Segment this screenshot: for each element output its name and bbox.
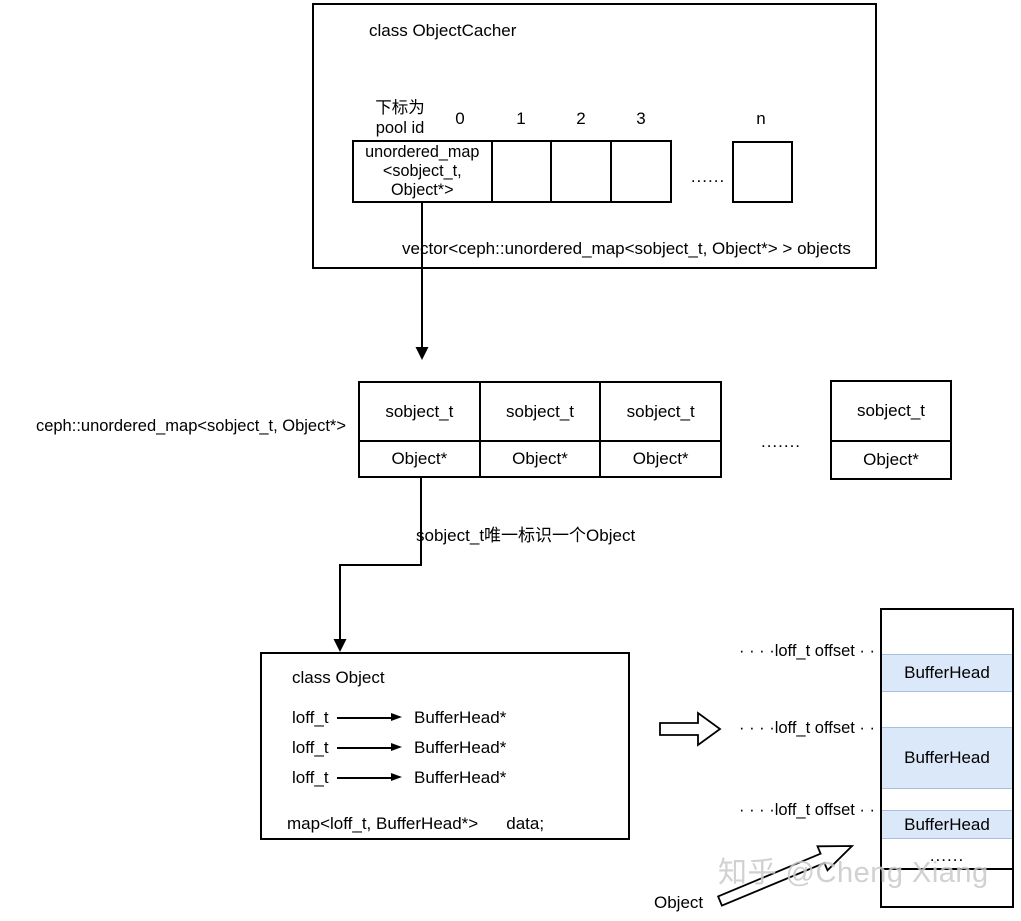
array-cell-2 — [550, 142, 610, 201]
unique-id-note: sobject_t唯一标识一个Object — [416, 526, 636, 545]
hash-value-cell: Object* — [480, 440, 600, 476]
hash-key-cell: sobject_t — [385, 401, 454, 421]
object-class-title: class Object — [292, 668, 385, 687]
hash-key-cell: sobject_t — [626, 401, 695, 421]
bufferhead-cell-2: BufferHead — [882, 727, 1012, 789]
vector-declaration: vector<ceph::unordered_map<sobject_t, Ob… — [402, 239, 851, 258]
data-member-name: data; — [506, 814, 545, 833]
hash-key-cell: sobject_t — [856, 401, 926, 420]
array-index-1: 1 — [516, 109, 526, 128]
array-cell-1 — [490, 142, 551, 201]
hash-key-cell: sobject_t — [505, 401, 575, 421]
hash-value-cell: Object* — [360, 440, 479, 476]
hash-entry-last: sobject_t Object* — [830, 380, 952, 480]
hash-ellipsis: ....... — [760, 432, 802, 451]
array-cell-3 — [610, 142, 670, 201]
watermark: 知乎 @Cheng Xiang — [718, 857, 989, 889]
mapping-row: loff_t BufferHead* — [292, 736, 506, 760]
mapping-arrow-icon — [337, 713, 402, 721]
unordered-map-cell-line3: Object*> — [391, 181, 454, 199]
hash-entry: sobject_t Object* — [599, 383, 721, 476]
array-index-3: 3 — [636, 109, 646, 128]
object-ptr-to-class-arrow-icon — [333, 478, 422, 652]
hash-entry: sobject_t Object* — [360, 383, 479, 476]
hash-value-cell: Object* — [832, 440, 950, 478]
map-declaration: map<loff_t, BufferHead*> data; — [287, 814, 544, 834]
array-cell-n — [732, 141, 793, 203]
array-ellipsis: ...... — [690, 167, 726, 186]
bufferhead-cell-3: BufferHead — [882, 810, 1012, 839]
array-index-0: 0 — [455, 109, 465, 128]
unordered-map-cell: unordered_map <sobject_t, Object*> — [354, 142, 491, 201]
pool-index-note-line2: pool id — [375, 119, 425, 137]
buffer-column: BufferHead BufferHead BufferHead ...... — [880, 608, 1014, 908]
buffer-cell-divider — [882, 868, 1012, 870]
mapping-arrow-icon — [337, 773, 402, 781]
loff-t-label: loff_t — [292, 738, 329, 757]
array-index-n: n — [756, 109, 766, 128]
unordered-map-label: ceph::unordered_map<sobject_t, Object*> — [35, 417, 346, 435]
hash-table: sobject_t Object* sobject_t Object* sobj… — [358, 381, 722, 478]
pool-index-note-line1: 下标为 — [375, 99, 425, 117]
bufferhead-ptr-label: BufferHead* — [414, 738, 507, 757]
hash-entry: sobject_t Object* — [478, 383, 600, 476]
mapping-row: loff_t BufferHead* — [292, 706, 506, 730]
unordered-map-cell-line1: unordered_map — [365, 143, 480, 161]
offset-label-1: · · · ·loff_t offset · · — [738, 642, 875, 660]
pool-index-note: 下标为 pool id — [354, 98, 446, 138]
mapping-arrow-icon — [337, 743, 402, 751]
bufferhead-cell-1: BufferHead — [882, 654, 1012, 692]
buffer-ellipsis: ...... — [929, 846, 965, 865]
offset-label-2: · · · ·loff_t offset · · — [738, 719, 875, 737]
object-pointer-label: Object — [654, 893, 704, 912]
unordered-map-cell-line2: <sobject_t, — [382, 162, 462, 180]
object-cacher-title: class ObjectCacher — [369, 21, 517, 40]
offset-label-3: · · · ·loff_t offset · · — [738, 801, 875, 819]
object-class-box: class Object loff_t BufferHead* loff_t B… — [260, 652, 630, 840]
bufferhead-ptr-label: BufferHead* — [414, 768, 507, 787]
bufferhead-ptr-label: BufferHead* — [414, 708, 507, 727]
block-arrow-icon — [659, 711, 722, 747]
loff-t-label: loff_t — [292, 708, 329, 727]
map-decl-type: map<loff_t, BufferHead*> — [287, 814, 479, 833]
mapping-row: loff_t BufferHead* — [292, 766, 506, 790]
array-index-2: 2 — [576, 109, 586, 128]
loff-t-label: loff_t — [292, 768, 329, 787]
hash-value-cell: Object* — [601, 440, 721, 476]
object-cacher-box: class ObjectCacher 下标为 pool id 0 1 2 3 n… — [312, 3, 877, 269]
pool-vector-array: unordered_map <sobject_t, Object*> — [352, 140, 672, 203]
